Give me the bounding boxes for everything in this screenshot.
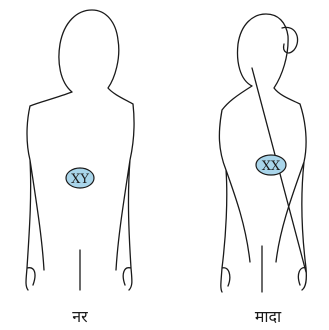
male-caption: नर [72, 307, 88, 326]
female-hair-bun [282, 27, 298, 53]
female-body-outline [219, 14, 306, 292]
male-figure: XY नर [26, 10, 134, 326]
male-body-outline [26, 10, 134, 290]
female-figure: XX मादा [219, 14, 306, 326]
female-caption: मादा [255, 307, 282, 326]
male-chromosome-label: XY [71, 172, 89, 187]
female-chromosome-label: XX [262, 159, 281, 174]
